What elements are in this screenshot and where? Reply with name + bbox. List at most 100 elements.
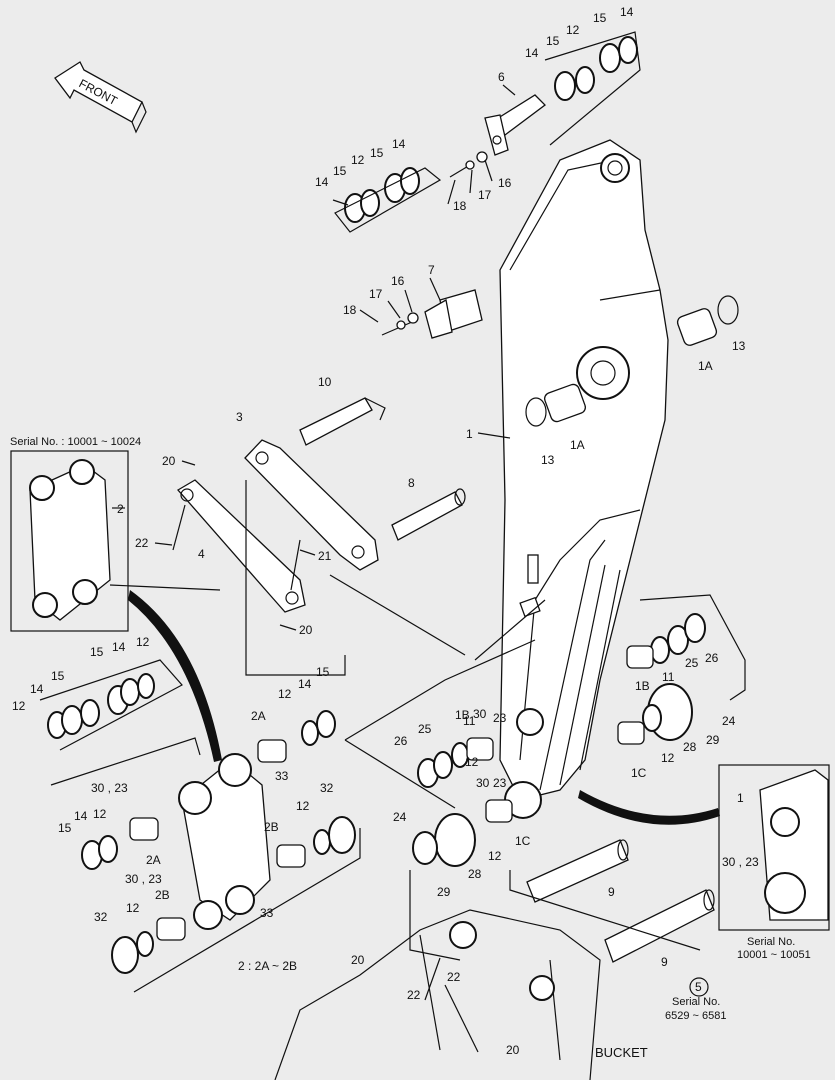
bucket-ref-serial-title: Serial No.	[672, 996, 720, 1008]
bushing-group-1b-1c	[466, 645, 654, 823]
callout-29-a: 29	[706, 733, 720, 747]
inset-callout-1: 1	[737, 791, 744, 805]
pin-9-lower	[604, 889, 715, 963]
callout-9-a: 9	[608, 885, 615, 899]
inset-callout-30-23: 30 , 23	[722, 855, 759, 869]
callout-14-h: 14	[74, 809, 88, 823]
callout-2b-a: 2B	[264, 820, 279, 834]
callout-15-a: 15	[593, 11, 607, 25]
assembly-outlines	[39, 31, 746, 993]
callout-32-b: 32	[94, 910, 108, 924]
pin-8	[391, 488, 466, 541]
callout-6: 6	[498, 70, 505, 84]
shim-group-top-right	[554, 36, 638, 101]
callout-13-a: 13	[732, 339, 746, 353]
callout-14-e: 14	[112, 640, 126, 654]
callout-12-b: 12	[351, 153, 365, 167]
pin-10	[299, 397, 386, 446]
callout-14-f: 14	[30, 682, 44, 696]
callout-1b-right: 1B	[635, 679, 650, 693]
callout-1b-left: 1B	[455, 708, 470, 722]
inset-serial-range: 10001 ~ 10051	[737, 949, 811, 961]
callout-20-a: 20	[162, 454, 176, 468]
bushing-1a-right	[676, 295, 739, 346]
bucket-label: BUCKET	[595, 1045, 648, 1060]
callout-1a-right: 1A	[698, 359, 713, 373]
callout-4: 4	[198, 547, 205, 561]
inset-bottom-right	[718, 764, 830, 931]
callout-22-a: 22	[135, 536, 149, 550]
shim-group-center	[412, 742, 476, 867]
callout-30-23-b: 30 , 23	[125, 872, 162, 886]
callout-12-g: 12	[296, 799, 310, 813]
callout-14-g: 14	[298, 677, 312, 691]
callout-9-b: 9	[661, 955, 668, 969]
callout-12-e: 12	[278, 687, 292, 701]
callout-12-k: 12	[465, 755, 479, 769]
inset-serial-title: Serial No.	[747, 936, 795, 948]
boom-body	[499, 139, 669, 819]
callout-12-f: 12	[93, 807, 107, 821]
callout-10: 10	[318, 375, 332, 389]
callout-24-a: 24	[722, 714, 736, 728]
callout-23-b: 23	[493, 776, 507, 790]
callout-12-i: 12	[661, 751, 675, 765]
callout-22-b: 22	[447, 970, 461, 984]
callout-11-b: 11	[463, 714, 476, 728]
callout-20-b: 20	[299, 623, 313, 637]
callout-24-b: 24	[393, 810, 407, 824]
detail-arcs	[128, 590, 720, 825]
callout-1c-left: 1C	[515, 834, 531, 848]
callout-33-b: 33	[260, 906, 274, 920]
note-2a-2b: 2 : 2A ~ 2B	[238, 959, 297, 973]
callout-15-c: 15	[370, 146, 384, 160]
callout-21: 21	[318, 549, 332, 563]
callout-26-a: 26	[705, 651, 719, 665]
shim-group-right	[642, 613, 706, 741]
callout-15-g: 15	[316, 665, 330, 679]
callout-33-a: 33	[275, 769, 289, 783]
callout-30-a: 30	[473, 707, 487, 721]
callout-15-d: 15	[333, 164, 347, 178]
callout-2a-a: 2A	[251, 709, 266, 723]
callout-12-h: 12	[126, 901, 140, 915]
callout-15-f: 15	[51, 669, 65, 683]
callout-23-a: 23	[493, 711, 507, 725]
callout-18-b: 18	[343, 303, 357, 317]
callout-14-c: 14	[392, 137, 406, 151]
shim-group-left	[47, 673, 155, 739]
front-arrow-icon: FRONT	[54, 61, 147, 134]
bucket	[274, 909, 601, 1080]
callout-26-b: 26	[394, 734, 408, 748]
callout-30-b: 30	[476, 776, 490, 790]
callout-25-a: 25	[685, 656, 699, 670]
callout-2: 2	[117, 502, 124, 516]
callout-17-b: 17	[369, 287, 383, 301]
callout-1: 1	[466, 427, 473, 441]
callout-15-b: 15	[546, 34, 560, 48]
callout-12-j: 12	[488, 849, 502, 863]
callout-12-c: 12	[136, 635, 150, 649]
link-2-assembly	[178, 753, 271, 930]
callout-2a-b: 2A	[146, 853, 161, 867]
link-3	[244, 439, 379, 571]
callout-13-b: 13	[541, 453, 555, 467]
pin-9-upper	[526, 839, 629, 903]
bolts	[172, 151, 488, 1053]
inset-top-left-serial-label: Serial No. : 10001 ~ 10024	[10, 436, 141, 448]
callout-7: 7	[428, 263, 435, 277]
bucket-ref-serial-range: 6529 ~ 6581	[665, 1010, 726, 1022]
link-4	[176, 479, 306, 613]
callout-32-a: 32	[320, 781, 334, 795]
bushing-group-link2	[81, 710, 356, 974]
callout-18-a: 18	[453, 199, 467, 213]
callout-12-a: 12	[566, 23, 580, 37]
callout-28-b: 28	[468, 867, 482, 881]
leader-lines	[112, 84, 516, 631]
callout-14-b: 14	[525, 46, 539, 60]
ref-circle-label: 5	[695, 980, 702, 994]
pin-7	[424, 289, 483, 339]
callout-20-d: 20	[506, 1043, 520, 1057]
callout-16-b: 16	[391, 274, 405, 288]
